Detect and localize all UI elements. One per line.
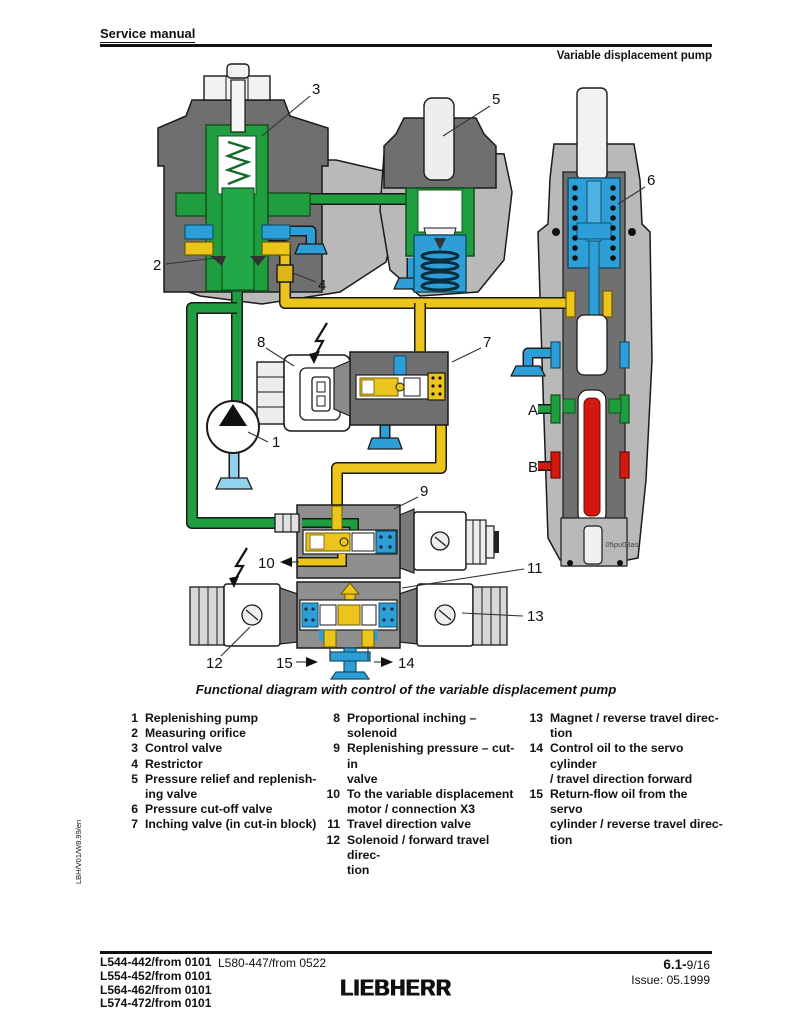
model-list: L544-442/from 0101 L554-452/from 0101 L5…	[100, 955, 212, 1011]
chapter-number: 6.1-	[663, 957, 687, 972]
page-reference: 6.1-9/16	[663, 957, 710, 972]
page-number: 9/16	[686, 958, 710, 972]
travel-direction-valve	[189, 547, 508, 680]
model-line: L544-442/from 0101	[100, 955, 212, 969]
callout-13: 13	[527, 608, 544, 625]
callout-14: 14	[398, 655, 415, 672]
relief-valve	[405, 97, 475, 293]
model-line: L554-452/from 0101	[100, 968, 212, 983]
figure-caption: Functional diagram with control of the v…	[195, 682, 617, 697]
header-rule	[100, 44, 712, 47]
drawing-code: 05pu08as	[606, 540, 639, 549]
port-label-A: A	[528, 402, 538, 419]
callout-5: 5	[492, 91, 500, 108]
callout-leaders	[165, 95, 646, 663]
issue-date: Issue: 05.1999	[631, 973, 710, 987]
replenishing-pump	[206, 400, 260, 490]
flow-arrow-14	[381, 657, 393, 667]
footer-rule	[100, 951, 712, 954]
callout-8: 8	[257, 334, 265, 351]
callout-6: 6	[647, 172, 655, 189]
callout-3: 3	[312, 81, 320, 98]
control-valve	[175, 63, 311, 292]
model-line: L564-462/from 0101	[100, 982, 212, 997]
callout-15: 15	[276, 655, 293, 672]
liebherr-logo: LIEBHERR	[340, 975, 452, 1002]
callout-4: 4	[318, 277, 326, 294]
callout-12: 12	[206, 655, 223, 672]
port-label-B: B	[528, 459, 538, 476]
callout-2: 2	[153, 257, 161, 274]
doc-type-heading: Service manual	[100, 26, 196, 43]
callout-11: 11	[527, 560, 543, 577]
cutin-valve-block	[274, 504, 499, 579]
model-line-extra: L580-447/from 0522	[218, 956, 327, 970]
cutoff-valve	[550, 87, 636, 567]
callout-9: 9	[420, 483, 428, 500]
section-title: Variable displacement pump	[556, 50, 712, 62]
callout-7: 7	[483, 334, 491, 351]
callout-10: 10	[258, 555, 275, 572]
functional-diagram: 05pu08as	[153, 63, 655, 680]
document-side-code: LBH/V01/W8.99/en	[74, 819, 83, 884]
pipes	[186, 193, 566, 529]
callout-1: 1	[272, 434, 280, 451]
flow-arrow-10	[280, 557, 292, 567]
flow-arrow-15	[306, 657, 318, 667]
model-line: L574-472/from 0101	[100, 996, 212, 1011]
inching-valve	[333, 351, 449, 426]
